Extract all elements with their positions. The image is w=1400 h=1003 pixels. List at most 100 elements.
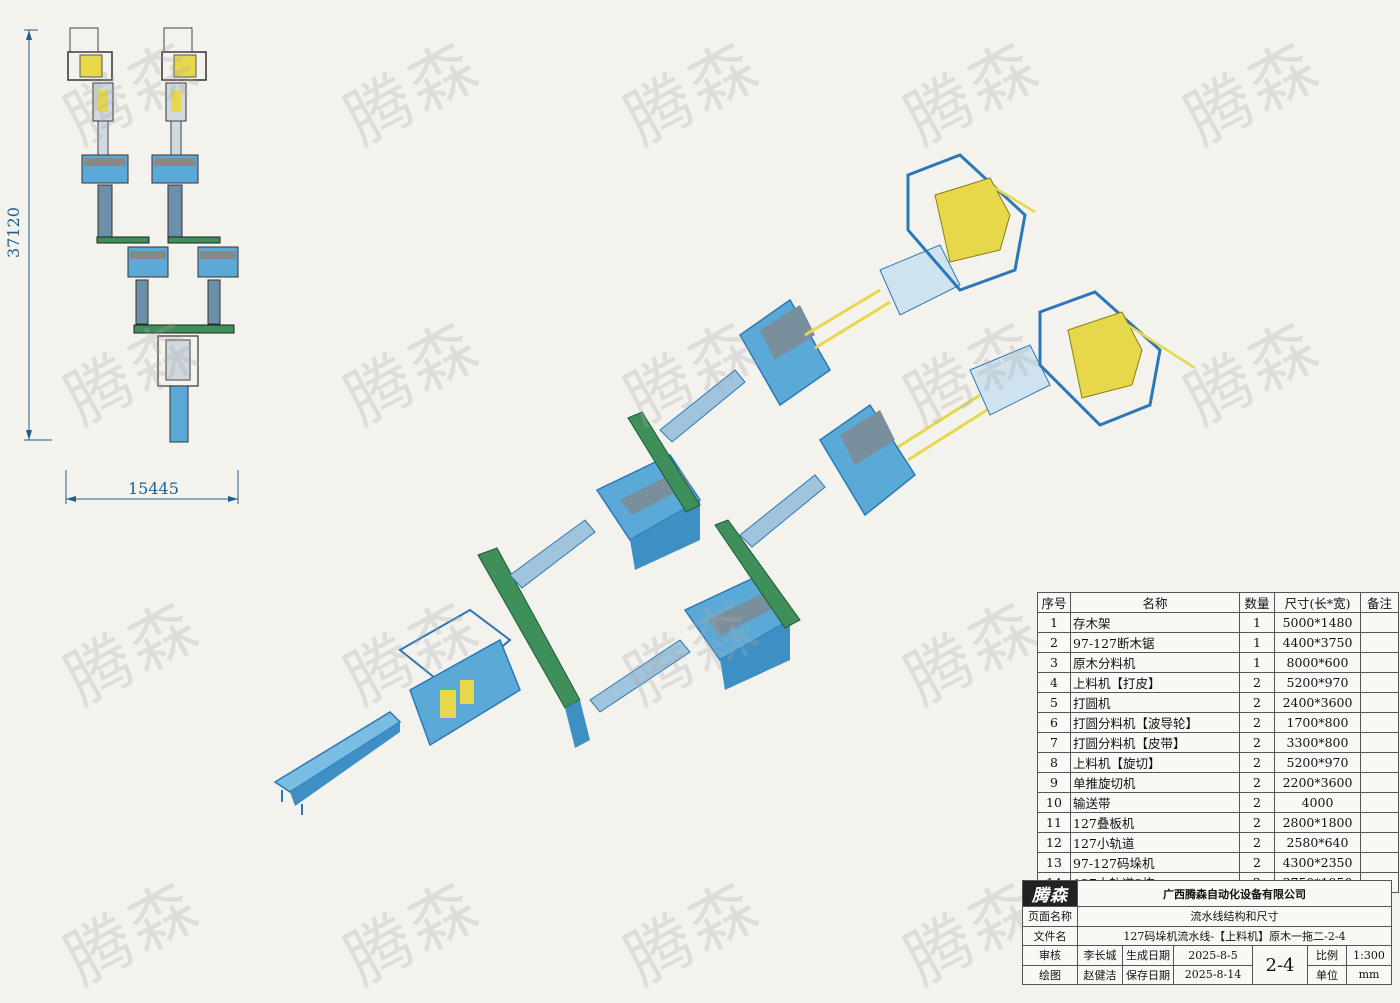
bom-cell-name: 单推旋切机 [1070, 772, 1240, 793]
bom-cell-size: 2800*1800 [1274, 812, 1361, 833]
bom-cell-qty: 2 [1239, 672, 1275, 693]
bom-cell-note [1360, 692, 1399, 713]
bom-cell-qty: 2 [1239, 752, 1275, 773]
bom-cell-note [1360, 772, 1399, 793]
bom-cell-size: 2200*3600 [1274, 772, 1361, 793]
bom-cell-size: 2400*3600 [1274, 692, 1361, 713]
bom-cell-name: 输送带 [1070, 792, 1240, 813]
bom-cell-size: 5000*1480 [1274, 612, 1361, 633]
plan-view [24, 27, 239, 504]
bom-cell-note [1360, 812, 1399, 833]
bom-cell-note [1360, 672, 1399, 693]
width-dimension-label: 15445 [128, 479, 179, 498]
sheet-number: 2-4 [1252, 945, 1308, 985]
bom-cell-name: 127小轨道 [1070, 832, 1240, 853]
bom-cell-size: 3300*800 [1274, 732, 1361, 753]
bom-cell-note [1360, 792, 1399, 813]
bom-cell-qty: 2 [1239, 852, 1275, 873]
bom-cell-qty: 2 [1239, 712, 1275, 733]
bom-cell-no: 8 [1037, 752, 1071, 773]
bom-cell-no: 7 [1037, 732, 1071, 753]
height-dimension-label: 37120 [4, 207, 23, 258]
title-block: 腾森 广西腾森自动化设备有限公司 页面名称 流水线结构和尺寸 文件名 127码垛… [1022, 880, 1392, 985]
drawer-name: 赵健洁 [1077, 964, 1123, 985]
reviewer-label: 审核 [1022, 945, 1078, 966]
bom-cell-no: 10 [1037, 792, 1071, 813]
file-name-label: 文件名 [1022, 925, 1078, 946]
bom-cell-no: 2 [1037, 632, 1071, 653]
isometric-view [273, 153, 1196, 815]
bom-cell-name: 上料机【旋切】 [1070, 752, 1240, 773]
bom-cell-size: 2580*640 [1274, 832, 1361, 853]
bom-cell-name: 打圆机 [1070, 692, 1240, 713]
bom-cell-name: 97-127断木锯 [1070, 632, 1240, 653]
bom-cell-qty: 2 [1239, 812, 1275, 833]
bom-cell-name: 127叠板机 [1070, 812, 1240, 833]
bom-cell-note [1360, 652, 1399, 673]
bom-cell-note [1360, 712, 1399, 733]
company-logo: 腾森 [1022, 880, 1078, 907]
bom-cell-size: 5200*970 [1274, 672, 1361, 693]
reviewer-name: 李长城 [1077, 945, 1123, 966]
bom-cell-note [1360, 752, 1399, 773]
saved-date: 2025-8-14 [1173, 964, 1253, 985]
bom-cell-note [1360, 732, 1399, 753]
bom-cell-name: 打圆分料机【皮带】 [1070, 732, 1240, 753]
page-name-label: 页面名称 [1022, 906, 1078, 927]
bom-cell-no: 9 [1037, 772, 1071, 793]
page-name: 流水线结构和尺寸 [1077, 906, 1392, 927]
bom-cell-name: 97-127码垛机 [1070, 852, 1240, 873]
bom-cell-no: 4 [1037, 672, 1071, 693]
bom-cell-no: 6 [1037, 712, 1071, 733]
bom-cell-no: 5 [1037, 692, 1071, 713]
bom-cell-qty: 1 [1239, 632, 1275, 653]
scale-label: 比例 [1307, 945, 1347, 966]
bom-header-name: 名称 [1070, 592, 1240, 613]
bom-cell-no: 11 [1037, 812, 1071, 833]
bom-cell-name: 存木架 [1070, 612, 1240, 633]
bom-cell-qty: 1 [1239, 652, 1275, 673]
scale-value: 1:300 [1346, 945, 1392, 966]
bom-cell-size: 5200*970 [1274, 752, 1361, 773]
bom-cell-qty: 1 [1239, 612, 1275, 633]
bom-cell-qty: 2 [1239, 692, 1275, 713]
created-date-label: 生成日期 [1122, 945, 1174, 966]
bom-cell-name: 上料机【打皮】 [1070, 672, 1240, 693]
bom-cell-no: 12 [1037, 832, 1071, 853]
company-name: 广西腾森自动化设备有限公司 [1077, 880, 1392, 907]
saved-date-label: 保存日期 [1122, 964, 1174, 985]
bom-cell-note [1360, 612, 1399, 633]
bom-header-no: 序号 [1037, 592, 1071, 613]
bom-cell-name: 打圆分料机【波导轮】 [1070, 712, 1240, 733]
bom-cell-qty: 2 [1239, 792, 1275, 813]
bom-cell-name: 原木分料机 [1070, 652, 1240, 673]
bom-cell-qty: 2 [1239, 732, 1275, 753]
bom-header-size: 尺寸(长*宽) [1274, 592, 1361, 613]
bom-cell-no: 13 [1037, 852, 1071, 873]
bom-cell-size: 4400*3750 [1274, 632, 1361, 653]
bom-cell-size: 4300*2350 [1274, 852, 1361, 873]
drawer-label: 绘图 [1022, 964, 1078, 985]
bom-header-note: 备注 [1360, 592, 1399, 613]
file-name: 127码垛机流水线-【上料机】原木一拖二-2-4 [1077, 925, 1392, 946]
bom-cell-note [1360, 832, 1399, 853]
unit-label: 单位 [1307, 964, 1347, 985]
bom-header-qty: 数量 [1239, 592, 1275, 613]
bom-cell-no: 3 [1037, 652, 1071, 673]
bom-cell-no: 1 [1037, 612, 1071, 633]
bom-cell-size: 4000 [1274, 792, 1361, 813]
